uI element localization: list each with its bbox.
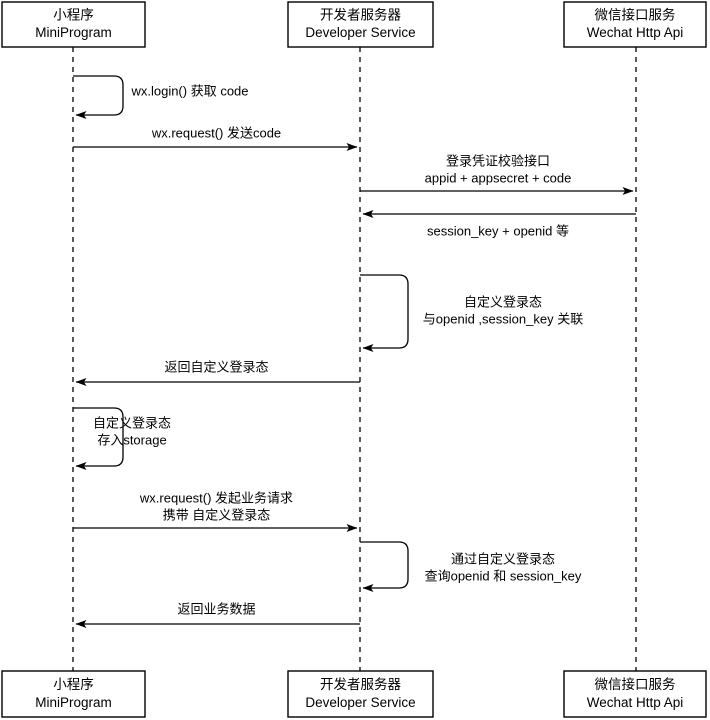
participant-box-outline bbox=[563, 670, 707, 718]
message-label-line: wx.login() 获取 code bbox=[130, 83, 248, 98]
participant-box-outline bbox=[1, 1, 146, 48]
participant-title-cn: 微信接口服务 bbox=[595, 676, 676, 692]
message-msg-login-verify[interactable]: 登录凭证校验接口 appid + appsecret + code bbox=[360, 153, 634, 195]
lifelines-layer bbox=[72, 47, 637, 671]
message-msg-session-key-openid[interactable]: session_key + openid 等 bbox=[362, 210, 636, 238]
participant-box-developer-service-top[interactable]: 开发者服务器 Developer Service bbox=[287, 1, 434, 48]
participant-box-developer-service-bottom[interactable]: 开发者服务器 Developer Service bbox=[287, 670, 434, 718]
header-boxes-layer: 小程序 MiniProgram 开发者服务器 Developer Service 微信接… bbox=[1, 1, 707, 48]
message-label-line: 返回自定义登录态 bbox=[164, 359, 268, 374]
message-label-line: wx.request() 发起业务请求 bbox=[139, 490, 293, 505]
message-msg-wx-request-code[interactable]: wx.request() 发送code bbox=[73, 125, 358, 151]
participant-title-en: Wechat Http Api bbox=[587, 695, 684, 710]
message-label-line: 通过自定义登录态 bbox=[451, 551, 555, 566]
participant-box-wechat-http-api-bottom[interactable]: 微信接口服务 Wechat Http Api bbox=[563, 670, 707, 718]
message-label-line: 携带 自定义登录态 bbox=[163, 507, 271, 522]
message-msg-wx-login[interactable]: wx.login() 获取 code bbox=[73, 75, 249, 119]
participant-title-en: MiniProgram bbox=[35, 25, 112, 40]
message-label-line: 查询openid 和 session_key bbox=[425, 568, 582, 583]
message-msg-return-business-data[interactable]: 返回业务数据 bbox=[75, 601, 360, 628]
message-label-line: 自定义登录态 bbox=[93, 415, 171, 430]
self-message-arrow bbox=[360, 274, 409, 352]
participant-box-outline bbox=[563, 1, 707, 48]
message-label-line: 与openid ,session_key 关联 bbox=[423, 311, 583, 326]
message-msg-return-custom-login-state[interactable]: 返回自定义登录态 bbox=[75, 359, 360, 386]
participant-title-en: Developer Service bbox=[305, 695, 415, 710]
participant-title-cn: 微信接口服务 bbox=[595, 7, 676, 23]
participant-box-wechat-http-api-top[interactable]: 微信接口服务 Wechat Http Api bbox=[563, 1, 707, 48]
message-label-line: appid + appsecret + code bbox=[425, 170, 572, 185]
participant-title-cn: 开发者服务器 bbox=[320, 8, 401, 23]
participant-title-en: Wechat Http Api bbox=[587, 25, 684, 40]
participant-box-outline bbox=[287, 670, 434, 718]
message-label-line: session_key + openid 等 bbox=[427, 223, 569, 238]
message-label-line: 存入storage bbox=[97, 432, 166, 447]
self-message-arrow bbox=[73, 407, 124, 470]
message-label-line: wx.request() 发送code bbox=[151, 125, 281, 140]
self-message-arrow bbox=[73, 75, 124, 119]
participant-title-cn: 小程序 bbox=[53, 8, 94, 23]
message-label-line: 登录凭证校验接口 bbox=[446, 153, 550, 168]
participant-box-outline bbox=[1, 670, 146, 718]
message-label-line: 返回业务数据 bbox=[177, 601, 255, 616]
messages-layer: wx.login() 获取 code wx.request() 发送code 登录凭… bbox=[73, 75, 636, 628]
participant-title-en: MiniProgram bbox=[35, 695, 112, 710]
participant-box-miniprogram-top[interactable]: 小程序 MiniProgram bbox=[1, 1, 146, 48]
participant-box-miniprogram-bottom[interactable]: 小程序 MiniProgram bbox=[1, 670, 146, 718]
self-message-arrow bbox=[360, 541, 409, 592]
message-label-line: 自定义登录态 bbox=[464, 294, 542, 309]
participant-title-cn: 小程序 bbox=[53, 677, 94, 692]
footer-boxes-layer: 小程序 MiniProgram 开发者服务器 Developer Service 微信接… bbox=[1, 670, 707, 718]
participant-box-outline bbox=[287, 1, 434, 48]
participant-title-en: Developer Service bbox=[305, 25, 415, 40]
participant-title-cn: 开发者服务器 bbox=[320, 677, 401, 692]
